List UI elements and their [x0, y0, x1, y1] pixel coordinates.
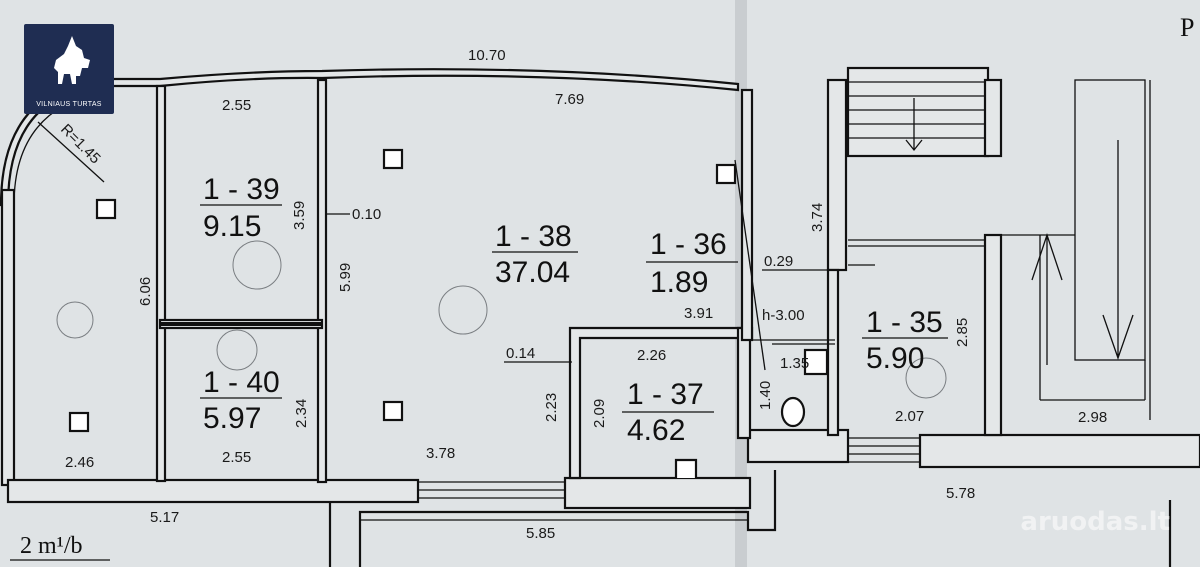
window-bottom — [418, 481, 565, 499]
faint-stamp — [56, 301, 94, 339]
bottom-wall-mid — [563, 476, 752, 510]
room-number: 1 - 39 — [203, 173, 280, 206]
dim-r40-height: 2.34 — [293, 399, 310, 428]
room-label-1-35: 1 - 35 5.90 — [862, 306, 948, 375]
room-number: 1 - 35 — [866, 306, 943, 339]
sink-icon — [803, 348, 829, 376]
dim-left-height: 6.06 — [137, 277, 154, 306]
dim-r39-height: 3.59 — [291, 201, 308, 230]
room-number: 1 - 36 — [650, 228, 727, 261]
dim-r35-bottom: 2.07 — [895, 408, 924, 425]
room-label-1-37: 1 - 37 4.62 — [622, 378, 714, 447]
stair-right-wall — [983, 78, 1003, 158]
faint-stamp — [232, 240, 282, 290]
dim-total-top: 10.70 — [468, 47, 506, 64]
column-marker — [68, 411, 90, 433]
stair-left-wall — [826, 78, 848, 272]
entrance-steps — [848, 437, 920, 463]
dim-outer-left: 5.17 — [150, 509, 179, 526]
faint-stamp — [905, 357, 947, 399]
r36-door-leader — [734, 159, 766, 371]
wall-left-rooms — [155, 84, 167, 483]
column-marker — [382, 148, 404, 170]
column-marker — [715, 163, 737, 185]
dim-left-bottom: 2.46 — [65, 454, 94, 471]
toilet-icon — [780, 396, 806, 428]
dim-outer-right: 5.78 — [946, 485, 975, 502]
room-label-1-36: 1 - 36 1.89 — [646, 228, 738, 299]
dim-stair-height: 3.74 — [809, 203, 826, 232]
dim-r40-bottom: 2.55 — [222, 449, 251, 466]
dim-r37-wall: 0.14 — [506, 345, 535, 362]
dim-door-gap: 0.29 — [764, 253, 793, 270]
room-number: 1 - 38 — [495, 220, 572, 253]
room-number: 1 - 40 — [203, 366, 280, 399]
column-marker — [95, 198, 117, 220]
dim-wc-height: 1.40 — [757, 381, 774, 410]
room-area: 4.62 — [627, 414, 685, 447]
dim-r37-width: 2.26 — [637, 347, 666, 364]
room-label-1-40: 1 - 40 5.97 — [200, 366, 282, 435]
column-marker — [382, 400, 404, 422]
stair-block — [846, 66, 990, 158]
stair-arrow-up — [1031, 232, 1063, 365]
wc-right-wall — [826, 268, 840, 437]
dim-r37-inner-height: 2.09 — [591, 399, 608, 428]
room-label-1-39: 1 - 39 9.15 — [200, 173, 282, 243]
room-number: 1 - 37 — [627, 378, 704, 411]
dim-r37-left-height: 2.23 — [543, 393, 560, 422]
stair-arrow-down-2 — [1102, 140, 1134, 360]
room-area: 9.15 — [203, 210, 261, 243]
dim-outer-mid: 5.85 — [526, 525, 555, 542]
dim-wall-thickness: 0.10 — [352, 206, 381, 223]
room-area: 5.97 — [203, 402, 261, 435]
r35-right-wall — [983, 233, 1003, 437]
dim-r38-height: 5.99 — [337, 263, 354, 292]
dim-ceiling-height: h-3.00 — [762, 307, 805, 324]
lower-outline — [328, 470, 1172, 567]
room-area: 37.04 — [495, 256, 570, 289]
wall-r39-r38 — [316, 78, 328, 484]
faint-stamp — [438, 285, 488, 335]
left-outer-wall — [0, 188, 16, 487]
room-label-1-38: 1 - 38 37.04 — [492, 220, 578, 289]
brand-logo: VILNIAUS TURTAS — [24, 24, 114, 114]
stair-treads — [848, 81, 988, 139]
wolf-logo-icon — [54, 36, 90, 84]
logo-text: VILNIAUS TURTAS — [36, 101, 102, 108]
wall-r38-r36 — [740, 88, 754, 342]
bottom-wall-left — [6, 478, 420, 504]
scale-label: 2 m¹/b — [20, 533, 83, 559]
stair-arrow-down — [905, 98, 923, 152]
watermark-text: aruodas.lt — [1020, 507, 1170, 537]
dim-r38-bottom: 3.78 — [426, 445, 455, 462]
dim-r35-height: 2.85 — [954, 318, 971, 347]
bottom-wall-right — [918, 433, 1200, 469]
dim-stair-right-width: 2.98 — [1078, 409, 1107, 426]
room-area: 5.90 — [866, 342, 924, 375]
room-area: 1.89 — [650, 266, 708, 299]
outer-top-wall — [0, 68, 740, 207]
r37-right-wall — [736, 326, 752, 440]
dim-r39-top: 2.55 — [222, 97, 251, 114]
radius-leader — [37, 121, 105, 183]
right-stairwell — [1074, 79, 1146, 361]
corner-mark: P — [1180, 13, 1194, 42]
dim-r38-top: 7.69 — [555, 91, 584, 108]
r37-niche — [674, 458, 698, 478]
faint-stamp — [216, 329, 258, 371]
dim-wc-width: 1.35 — [780, 355, 809, 372]
dim-r38-partition: 3.91 — [684, 305, 713, 322]
